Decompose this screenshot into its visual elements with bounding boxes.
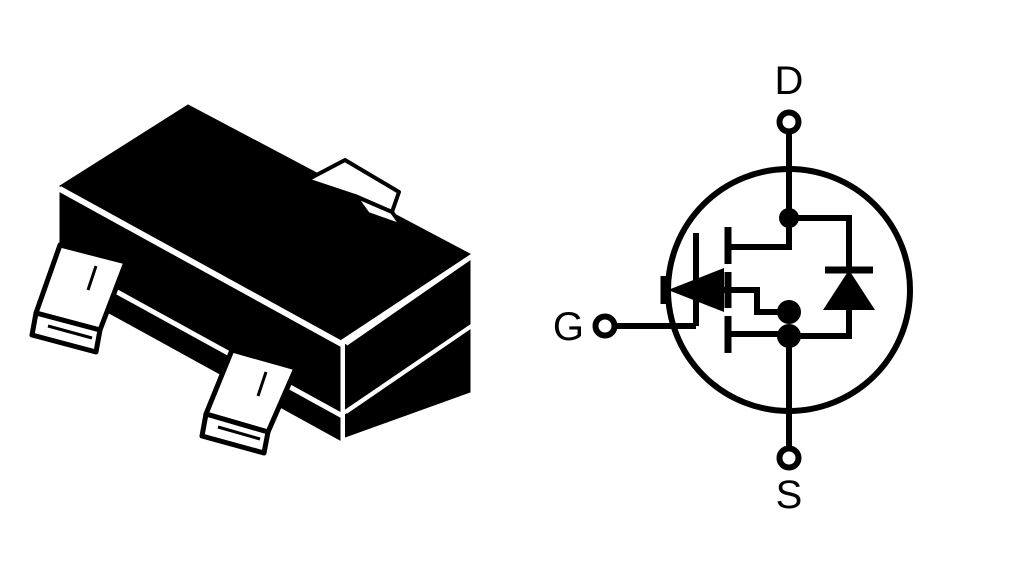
gate-terminal-circle [592,313,618,339]
body-arrow-group [660,268,757,312]
body-diode-group [789,215,875,339]
lead-3-top-surface [305,158,401,214]
seam-right-upper [344,256,472,346]
drain-terminal-circle [776,109,802,135]
drain-label: D [775,59,804,103]
package-lead-3 [305,158,404,228]
lead-2-foot [199,411,271,456]
drain-channel-connection [728,218,792,250]
body-diode-top-wire [789,215,852,267]
seam-top-front [59,186,341,344]
lead-1-foot [29,310,103,355]
sot23-package-drawing [29,104,472,456]
lead-1-crease-upper [86,265,98,291]
lead-1-crease-lower [47,324,93,340]
gate-branch [592,233,699,339]
seam-right-lower [344,325,472,414]
source-label: S [776,473,803,517]
lead-2-crease-upper [256,371,268,397]
package-lead-2 [199,347,299,456]
package-photo-panel [29,104,472,456]
lead-3-foot [353,194,404,228]
source-terminal-circle [776,445,802,471]
body-arrow-head [668,268,724,312]
mosfet-symbol-drawing: D S G [553,59,913,517]
lead-2-crease-lower [217,425,261,441]
body-diode-bottom-wire [789,305,852,339]
package-lead-1 [29,242,129,355]
source-junction-dot-upper [777,300,801,324]
body-diode-anode-triangle [823,270,875,310]
source-junction-dots [777,300,801,348]
gate-label: G [553,305,584,349]
schematic-symbol-panel: D S G [512,0,1024,576]
